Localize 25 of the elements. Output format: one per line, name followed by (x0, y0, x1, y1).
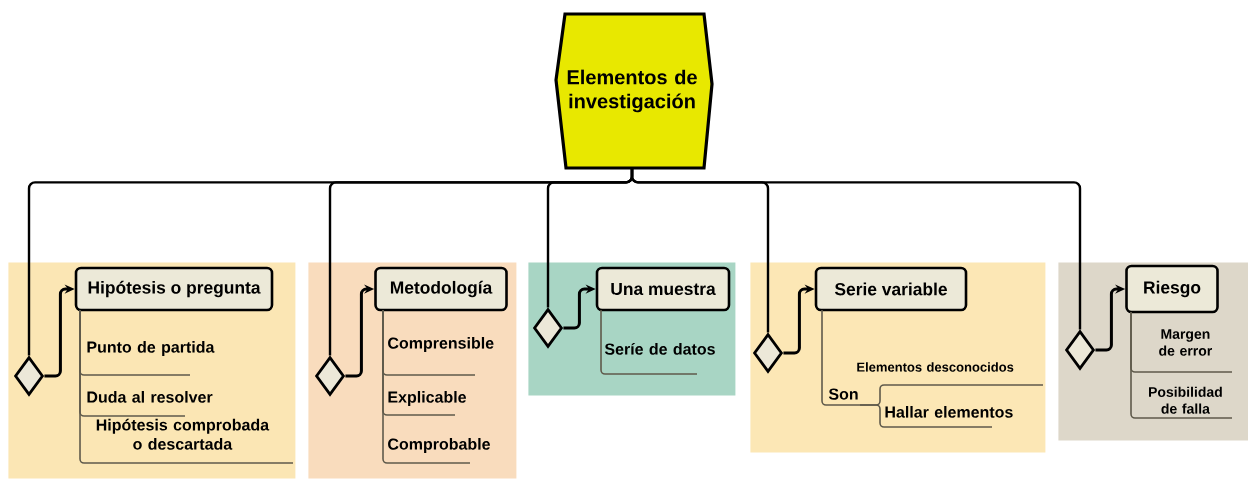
connector (1130, 311, 1233, 419)
topic-box: Una muestra (595, 266, 731, 312)
item-text: Posibilidad de falla (1149, 386, 1222, 414)
connector (859, 404, 993, 428)
item-text: Comprensible (388, 337, 494, 352)
item-text: Hallar elementos (885, 406, 1013, 418)
connector (821, 309, 861, 406)
topic-box: Serie variable (814, 266, 968, 312)
connector (382, 309, 471, 464)
item-text: Son (828, 388, 858, 400)
hexagon-box: Elementos de investigación (554, 12, 714, 170)
item-text: Comprobable (388, 438, 490, 453)
item-text: Elementos desconocidos (857, 362, 1014, 372)
item-text: Seríe de datos (604, 342, 715, 355)
item-text: Explicable (388, 391, 466, 406)
item-text: Duda al resolver (87, 391, 213, 403)
item-text: Hipótesis comprobada o descartada (96, 418, 270, 450)
topic-box: Metodología (374, 266, 508, 312)
topic-box: Hipótesis o pregunta (74, 266, 274, 312)
item-text: Punto de partida (87, 341, 215, 356)
item-text: Margen de error (1159, 329, 1213, 356)
connector (600, 309, 698, 375)
connector (79, 309, 294, 464)
connector (630, 168, 1082, 330)
topic-box: Riesgo (1125, 264, 1219, 314)
